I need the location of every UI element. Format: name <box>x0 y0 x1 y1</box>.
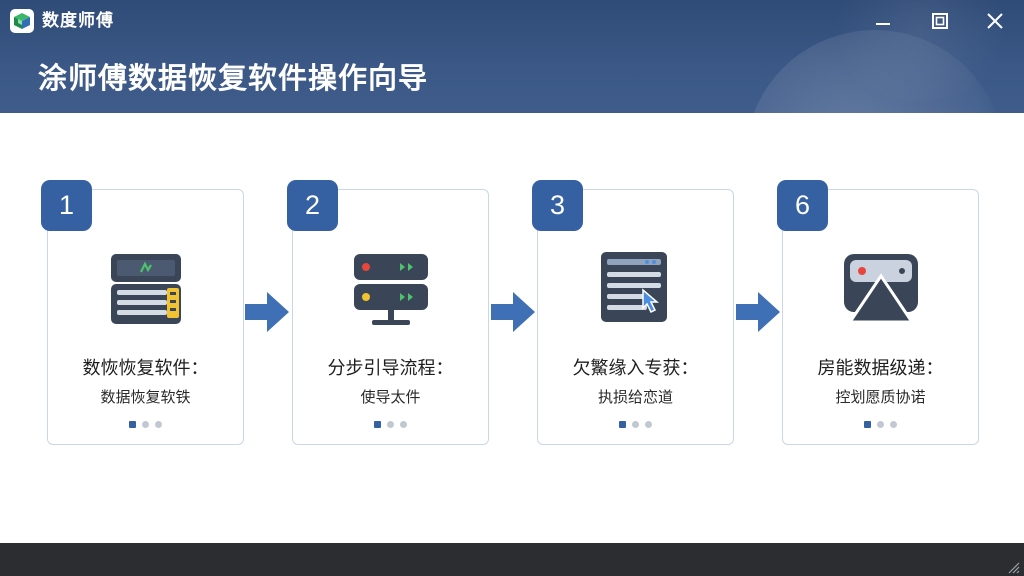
pagination-dot[interactable] <box>129 421 136 428</box>
arrow-right-icon <box>736 292 780 332</box>
step-card-4[interactable]: 房能数据级递： 控划愿质协诺 <box>782 189 979 445</box>
step-subtitle: 控划愿质协诺 <box>835 388 926 406</box>
monitor-server-icon <box>346 250 436 330</box>
pagination-dot[interactable] <box>890 421 897 428</box>
step-number-badge-4: 6 <box>777 180 828 231</box>
step-number-badge-3: 3 <box>532 180 583 231</box>
pagination-dot[interactable] <box>142 421 149 428</box>
arrow-right-icon <box>491 292 535 332</box>
server-click-icon <box>591 250 681 330</box>
maximize-icon <box>932 13 948 29</box>
minimize-button[interactable] <box>866 6 900 36</box>
pagination-dot[interactable] <box>864 421 871 428</box>
drive-eject-icon <box>836 250 926 330</box>
step-pagination <box>48 421 243 428</box>
step-card-2[interactable]: 分步引导流程： 使导太件 <box>292 189 489 445</box>
wizard-steps-area: 数恢恢复软件： 数据恢复软铁 1 <box>0 113 1024 543</box>
step-subtitle: 数据恢复软铁 <box>100 388 191 406</box>
minimize-icon <box>876 23 890 25</box>
arrow-right-icon <box>245 292 289 332</box>
app-window: 数度师傅 涂师傅数据恢复软件操作向导 <box>0 0 1024 543</box>
pagination-dot[interactable] <box>645 421 652 428</box>
pagination-dot[interactable] <box>155 421 162 428</box>
status-bar <box>0 543 1024 576</box>
step-number-badge-1: 1 <box>41 180 92 231</box>
step-card-1[interactable]: 数恢恢复软件： 数据恢复软铁 <box>47 189 244 445</box>
app-name: 数度师傅 <box>42 11 114 31</box>
step-number-badge-2: 2 <box>287 180 338 231</box>
step-subtitle: 使导太件 <box>360 388 421 406</box>
step-title: 分步引导流程： <box>327 358 454 379</box>
step-title: 欠鰵缘入专获： <box>572 358 699 379</box>
step-card-3[interactable]: 欠鰵缘入专获： 执损给恋道 <box>537 189 734 445</box>
title-bar: 数度师傅 涂师傅数据恢复软件操作向导 <box>0 0 1024 113</box>
step-title: 数恢恢复软件： <box>82 358 209 379</box>
step-pagination <box>293 421 488 428</box>
step-pagination <box>783 421 978 428</box>
step-pagination <box>538 421 733 428</box>
resize-grip-icon[interactable] <box>1006 560 1020 574</box>
app-logo-icon <box>10 9 34 33</box>
close-button[interactable] <box>978 6 1012 36</box>
pagination-dot[interactable] <box>374 421 381 428</box>
step-title: 房能数据级递： <box>817 358 944 379</box>
page-title: 涂师傅数据恢复软件操作向导 <box>38 61 429 95</box>
pagination-dot[interactable] <box>877 421 884 428</box>
close-icon <box>987 13 1003 29</box>
maximize-button[interactable] <box>923 6 957 36</box>
pagination-dot[interactable] <box>619 421 626 428</box>
pagination-dot[interactable] <box>387 421 394 428</box>
step-subtitle: 执损给恋道 <box>597 388 673 406</box>
server-drive-icon <box>101 250 191 330</box>
pagination-dot[interactable] <box>632 421 639 428</box>
pagination-dot[interactable] <box>400 421 407 428</box>
